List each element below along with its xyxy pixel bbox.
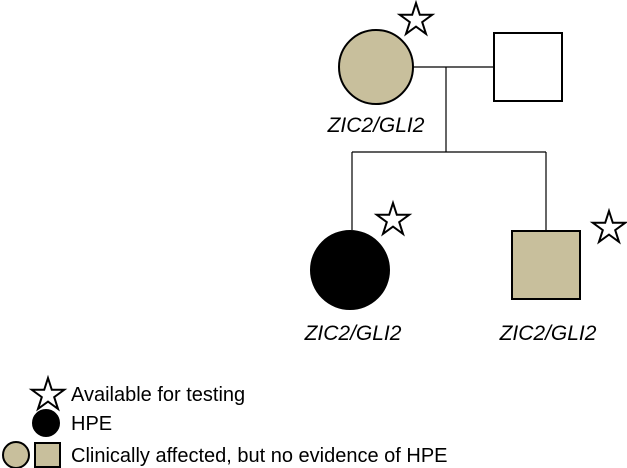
legend-clinical-square xyxy=(34,442,61,468)
legend-star-icon xyxy=(28,374,68,412)
mother-symbol xyxy=(338,29,414,105)
legend: Available for testing HPE Clinically aff… xyxy=(2,374,448,468)
star-icon xyxy=(589,207,627,245)
child-2-symbol xyxy=(511,230,581,300)
child-2-genotype: ZIC2/GLI2 xyxy=(499,322,597,345)
child-1-genotype: ZIC2/GLI2 xyxy=(304,322,402,345)
child-1-symbol xyxy=(310,230,390,310)
legend-hpe-label: HPE xyxy=(71,413,112,435)
legend-clinical-label: Clinically affected, but no evidence of … xyxy=(71,445,448,467)
mother-genotype: ZIC2/GLI2 xyxy=(327,114,425,137)
star-icon xyxy=(373,199,413,237)
star-icon xyxy=(396,0,436,37)
legend-hpe-circle xyxy=(32,409,60,437)
father-symbol xyxy=(493,32,563,102)
legend-available-label: Available for testing xyxy=(71,384,245,406)
legend-clinical-circle xyxy=(2,441,30,468)
